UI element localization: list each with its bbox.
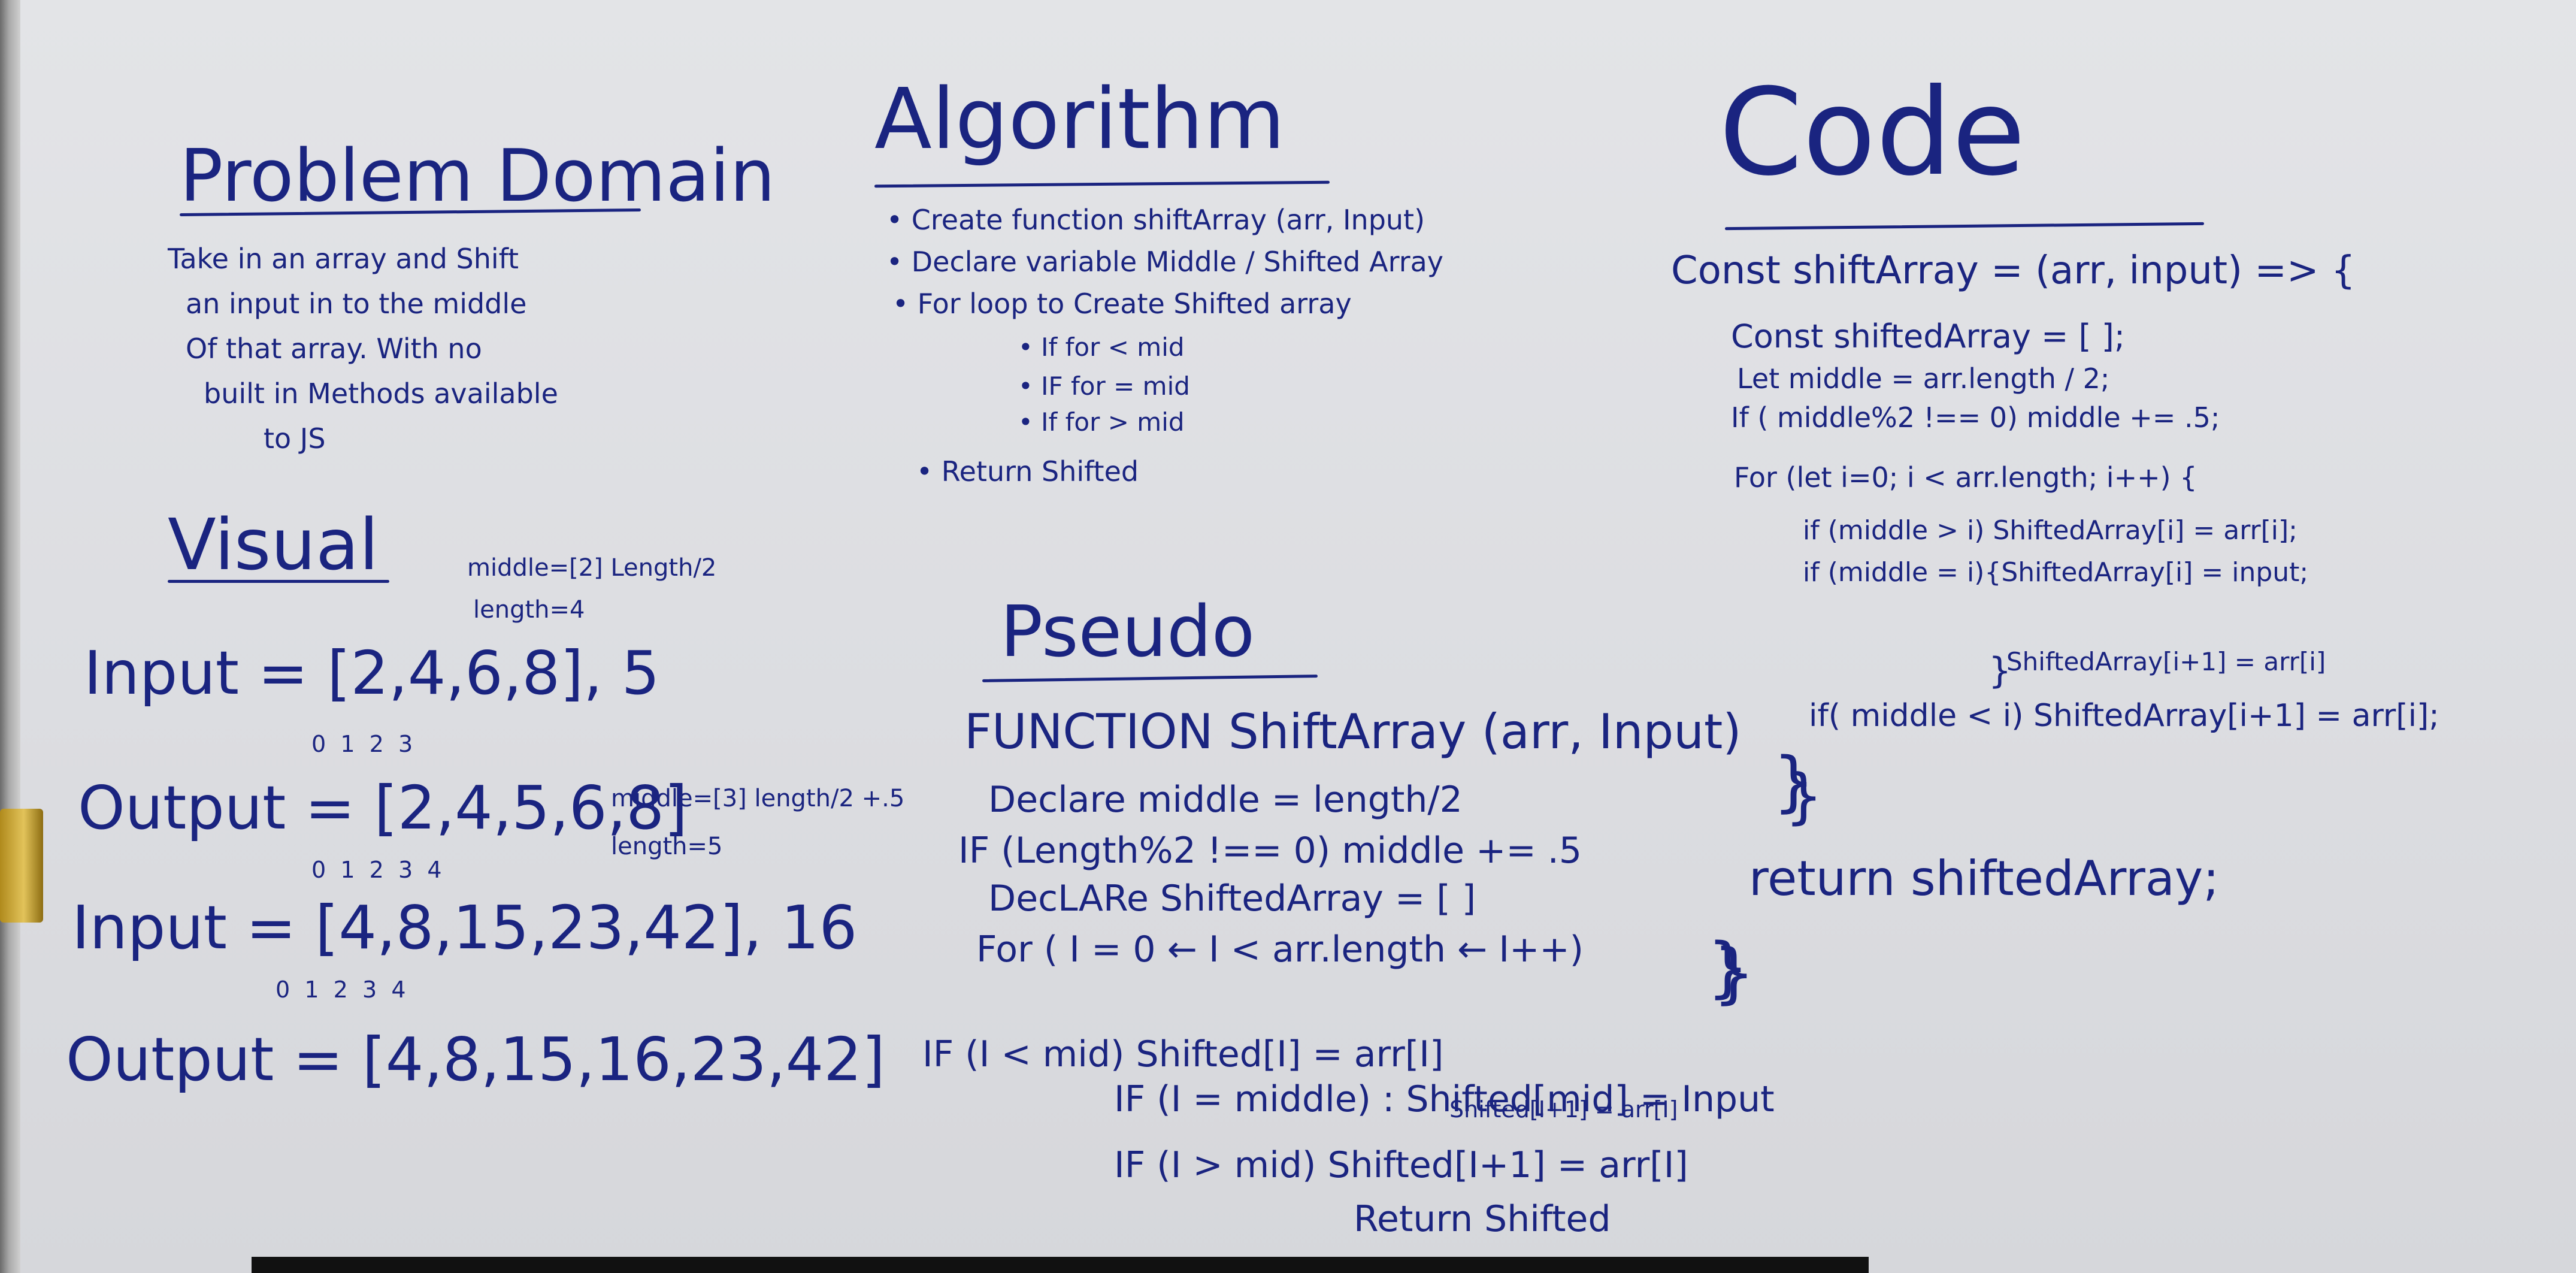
pseudo-title: Pseudo [1000, 590, 1255, 673]
input-1-indices: 0 1 2 3 [311, 731, 413, 757]
note-length-1: length=4 [473, 596, 585, 624]
pseudo-line-7: IF (I = middle) : Shifted[mid] = Input [1114, 1078, 1775, 1120]
code-line-10: if( middle < i) ShiftedArray[i+1] = arr[… [1809, 698, 2439, 734]
code-line-7: if (middle = i){ShiftedArray[i] = input; [1803, 557, 2309, 588]
code-underline [1724, 222, 2205, 231]
input-array-2: Input = [4,8,15,23,42], 16 [72, 893, 858, 963]
problem-line-1: Take in an array and Shift [168, 243, 519, 275]
pseudo-line-8: Shifted[I+1] = arr[I] [1449, 1096, 1678, 1123]
code-line-12: return shiftedArray; [1749, 851, 2220, 906]
code-line-3: Let middle = arr.length / 2; [1737, 362, 2110, 395]
problem-line-3: Of that array. With no [186, 332, 482, 365]
code-title: Code [1719, 63, 2026, 202]
code-line-2: Const shiftedArray = [ ]; [1731, 318, 2126, 355]
code-line-11: } [1785, 761, 1823, 831]
algorithm-step-1: • Create function shiftArray (arr, Input… [886, 204, 1425, 236]
note-middle-2: middle=[3] length/2 +.5 [611, 785, 905, 812]
input-2-indices: 0 1 2 3 4 [276, 976, 406, 1003]
output-array-2: Output = [4,8,15,16,23,42] [66, 1024, 885, 1094]
pseudo-line-10: Return Shifted [1354, 1198, 1611, 1240]
whiteboard-frame [0, 0, 20, 1273]
problem-line-5: to JS [264, 422, 326, 455]
algorithm-substep-1: • If for < mid [1018, 332, 1185, 362]
pseudo-line-3: IF (Length%2 !== 0) middle += .5 [958, 830, 1582, 872]
code-line-1: Const shiftArray = (arr, input) => { [1671, 249, 2356, 293]
pseudo-line-2: Declare middle = length/2 [988, 779, 1463, 821]
code-line-9: } [1988, 650, 2012, 692]
algorithm-step-return: • Return Shifted [916, 455, 1139, 488]
pseudo-closing-brace-2: } [1713, 935, 1755, 1011]
algorithm-step-2: • Declare variable Middle / Shifted Arra… [886, 246, 1444, 278]
output-array-1: Output = [2,4,5,6,8] [78, 773, 688, 843]
pseudo-line-5: For ( I = 0 ← I < arr.length ← I++) [976, 929, 1584, 970]
code-line-8: ShiftedArray[i+1] = arr[i] [2006, 647, 2326, 676]
problem-domain-title: Problem Domain [180, 135, 776, 218]
note-middle-1: middle=[2] Length/2 [467, 554, 717, 582]
visual-title: Visual [168, 503, 379, 586]
algorithm-title: Algorithm [874, 71, 1285, 168]
pseudo-line-4: DecLARe ShiftedArray = [ ] [988, 878, 1476, 920]
output-1-indices: 0 1 2 3 4 [311, 857, 442, 883]
code-line-5: For (let i=0; i < arr.length; i++) { [1734, 461, 2197, 494]
algorithm-underline [874, 180, 1330, 188]
input-array-1: Input = [2,4,6,8], 5 [84, 638, 660, 708]
pseudo-underline [982, 675, 1318, 682]
problem-line-2: an input in to the middle [186, 288, 527, 320]
visual-underline [168, 580, 389, 583]
magnet-clip [0, 809, 43, 923]
algorithm-substep-3: • If for > mid [1018, 407, 1185, 437]
marker-tray [252, 1257, 1869, 1273]
problem-line-4: built in Methods available [204, 377, 558, 410]
code-line-6: if (middle > i) ShiftedArray[i] = arr[i]… [1803, 515, 2297, 546]
algorithm-step-3: • For loop to Create Shifted array [892, 288, 1352, 320]
note-length-2: length=5 [611, 833, 723, 860]
pseudo-line-6: IF (I < mid) Shifted[I] = arr[I] [922, 1033, 1444, 1075]
algorithm-substep-2: • IF for = mid [1018, 371, 1190, 401]
pseudo-line-1: FUNCTION ShiftArray (arr, Input) [964, 704, 1742, 760]
pseudo-line-9: IF (I > mid) Shifted[I+1] = arr[I] [1114, 1144, 1688, 1186]
pseudo-closing-brace-1: } [1773, 743, 1815, 820]
code-line-13: } [1707, 929, 1749, 1005]
code-line-4: If ( middle%2 !== 0) middle += .5; [1731, 401, 2220, 434]
